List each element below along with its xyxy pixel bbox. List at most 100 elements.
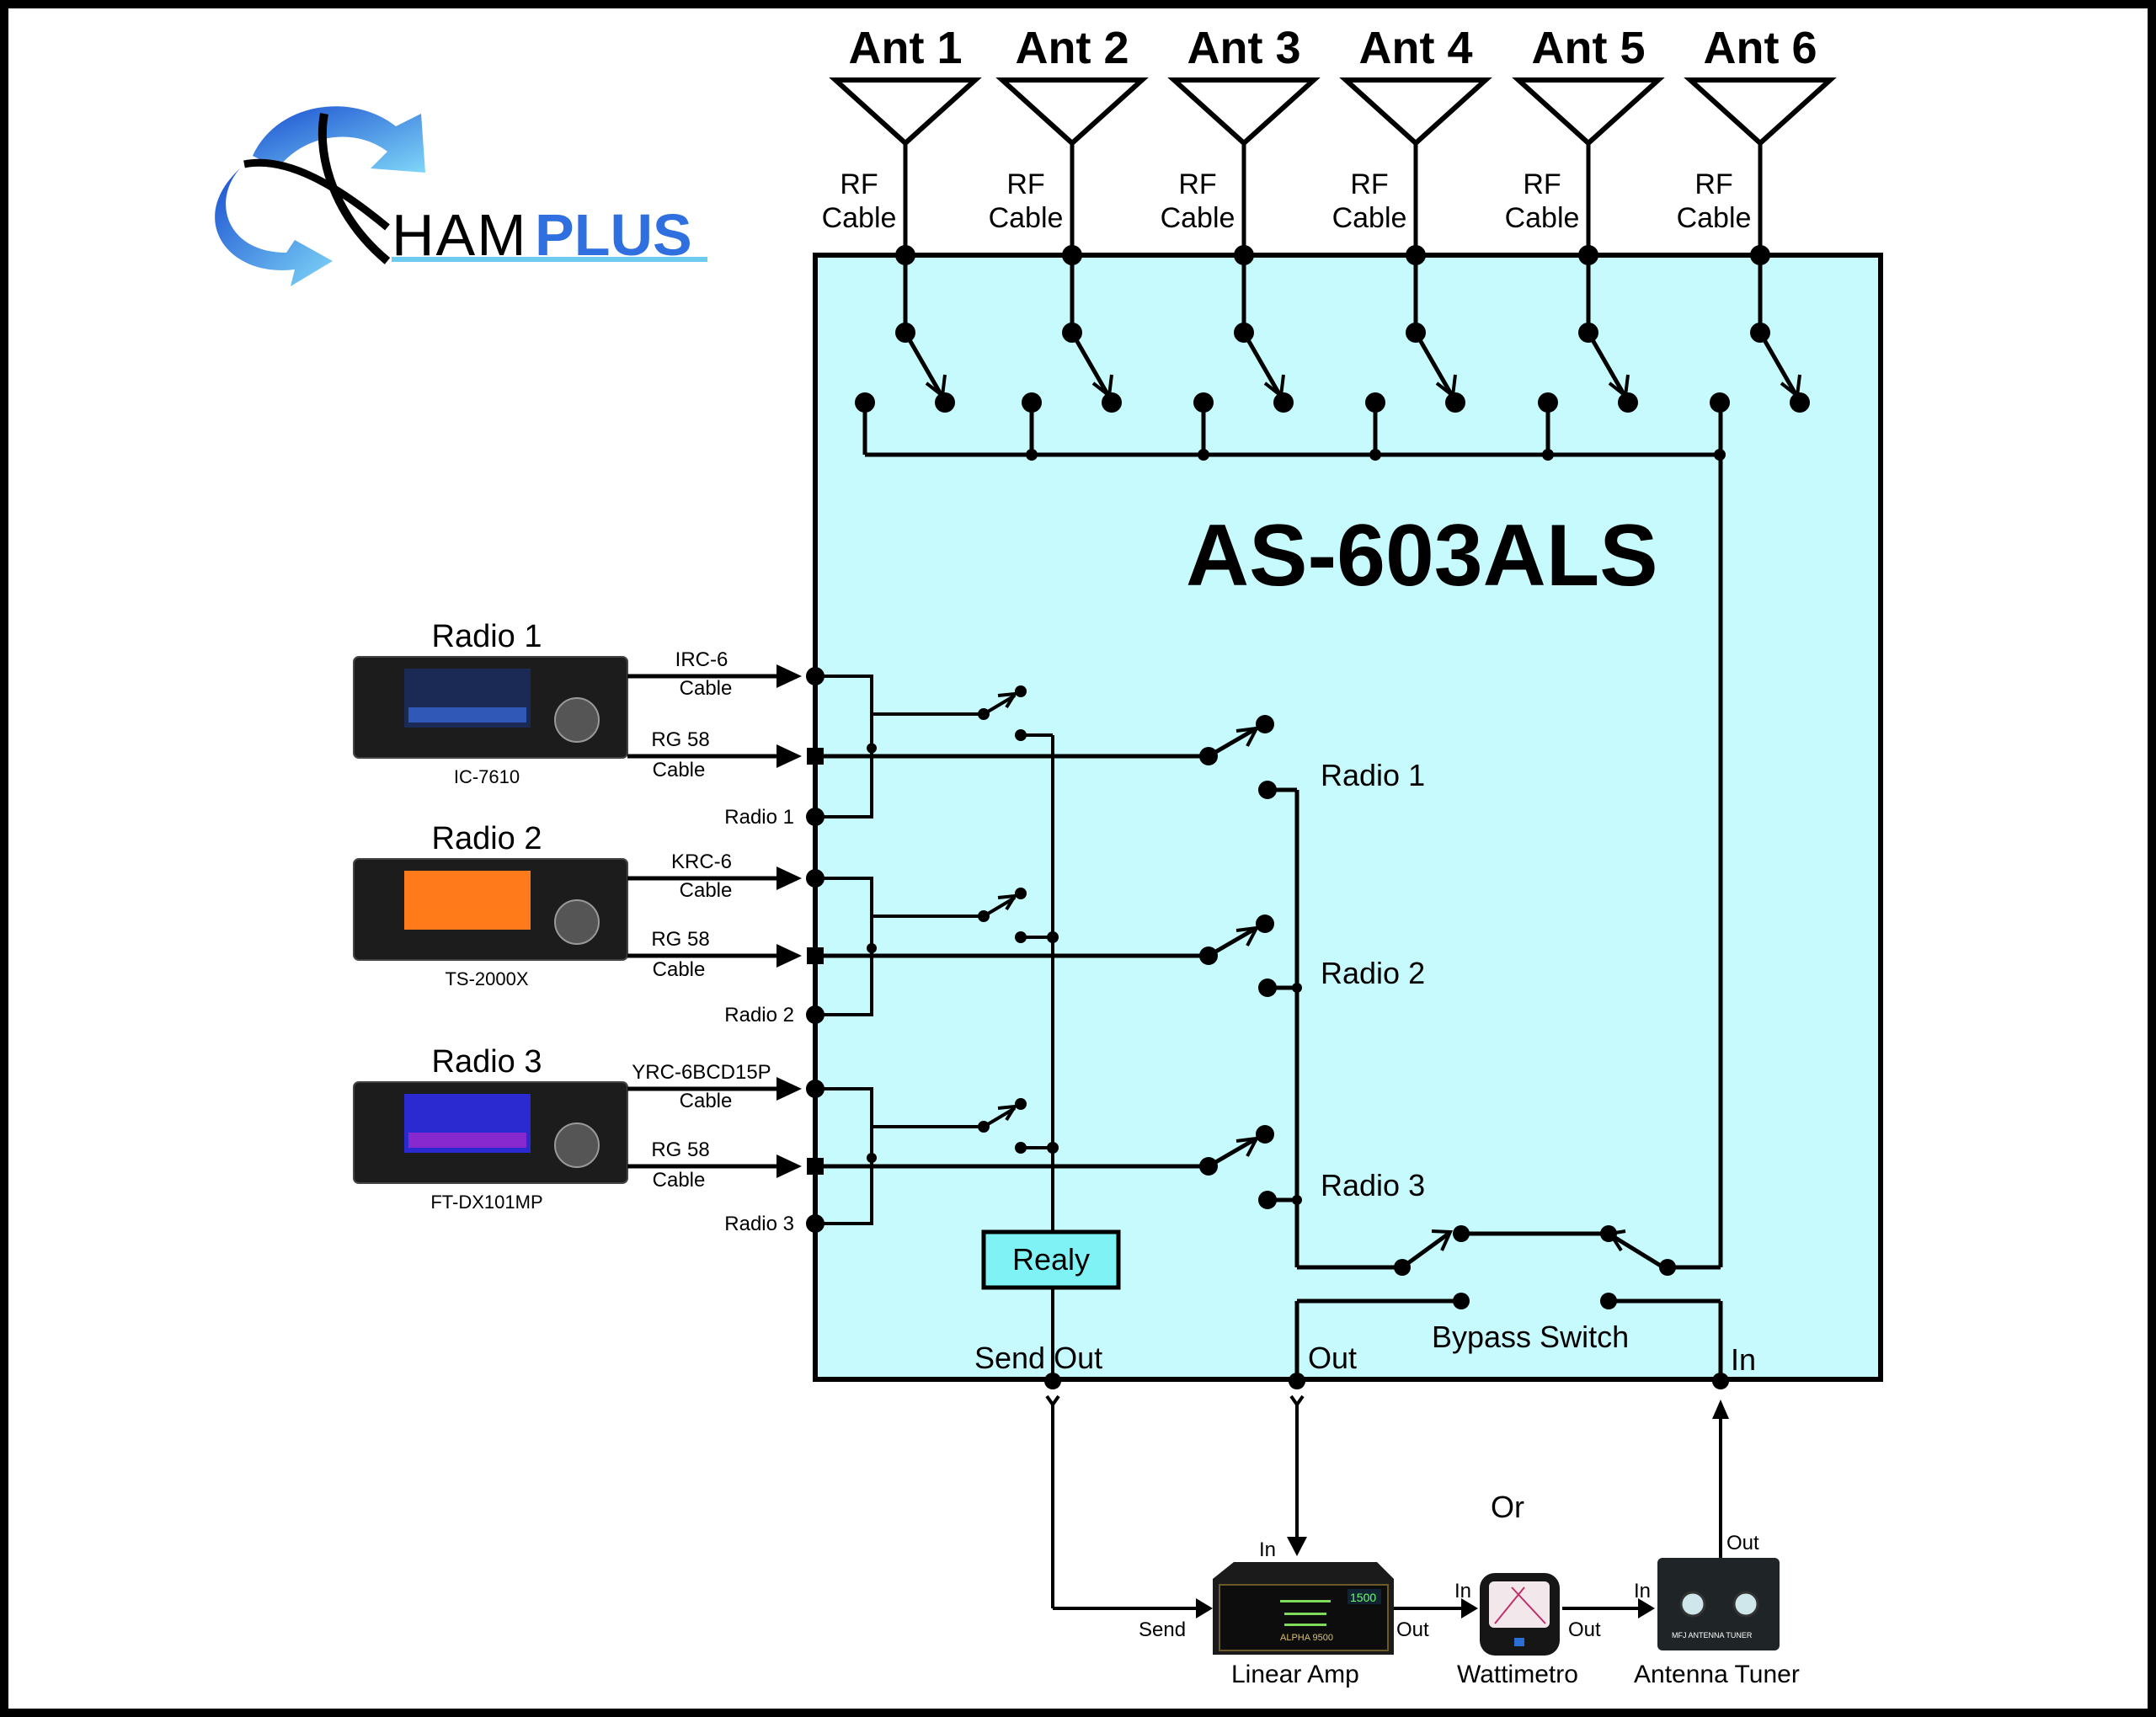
relay-box: Realy [981, 1229, 1121, 1290]
antenna-port[interactable] [1234, 245, 1254, 265]
wattmeter-out-label: Out [1568, 1618, 1601, 1641]
hamplus-logo: HAM PLUS [215, 106, 707, 286]
tuner-in-port[interactable] [1712, 1373, 1729, 1389]
radio-knob [554, 1122, 600, 1168]
cable-label: Cable [1505, 202, 1580, 234]
in-port-label: In [1731, 1342, 1756, 1377]
radio-title: Radio 3 [432, 1044, 542, 1080]
control-cable-label: KRC-6 [671, 851, 732, 873]
antenna-label: Ant 5 [1532, 23, 1646, 73]
cable-label: Cable [653, 1169, 706, 1192]
radio-knob [554, 899, 600, 945]
control-cable-label: YRC-6BCD15P [632, 1061, 771, 1084]
send-out-label: Send Out [974, 1341, 1102, 1375]
rf-port[interactable] [807, 748, 824, 765]
amp-brand: ALPHA 9500 [1280, 1633, 1333, 1643]
linear-amp: 1500 ALPHA 9500 In Send Out Linear Amp [1139, 1538, 1429, 1688]
antenna-icon [1512, 77, 1665, 147]
device-title: AS-603ALS [1186, 507, 1658, 605]
radio-switch-label: Radio 1 [1321, 758, 1425, 792]
control-switch-arm[interactable] [982, 1106, 1017, 1128]
antenna-label: Ant 6 [1704, 23, 1817, 73]
logo-underline [392, 257, 707, 262]
rf-cable-label: RG 58 [651, 928, 709, 951]
rf-label: RF [1178, 168, 1216, 200]
wattmeter-label: Wattimetro [1457, 1661, 1578, 1688]
or-label: Or [1491, 1490, 1524, 1524]
relay-label: Realy [1012, 1242, 1090, 1277]
relay-control-line [1019, 733, 1054, 1381]
rf-cable-label: RG 58 [651, 1138, 709, 1161]
cable-label: Cable [989, 202, 1064, 234]
radio-switch-arm[interactable] [1207, 926, 1257, 958]
antenna-icon [1684, 77, 1837, 147]
amp-out-label: Out [1396, 1618, 1429, 1641]
bottom-ports: Send Out Out In [974, 1341, 1756, 1389]
wattmeter-in-label: In [1454, 1580, 1471, 1602]
antenna-switch-arm[interactable] [903, 331, 943, 396]
antenna-switch-arm[interactable] [1413, 331, 1454, 396]
logo-arrow-bottom [215, 168, 333, 286]
antenna-label: Ant 4 [1359, 23, 1473, 73]
rf-port[interactable] [807, 947, 824, 964]
cable-label: Cable [653, 958, 706, 981]
control-cable-label: IRC-6 [675, 648, 728, 671]
antenna-port[interactable] [1062, 245, 1082, 265]
antenna-tuner: MFJ ANTENNA TUNER In Out Antenna Tuner [1634, 1532, 1800, 1688]
external-wiring [1045, 1394, 1729, 1618]
cable-label: Cable [653, 759, 706, 781]
radio-switch-label: Radio 3 [1321, 1168, 1425, 1202]
radio-switch-arm[interactable] [1207, 727, 1257, 759]
bypass-switch[interactable]: Bypass Switch [1294, 1225, 1723, 1381]
tuner-out-label: Out [1726, 1532, 1759, 1554]
radio-port-label: Radio 3 [724, 1213, 794, 1235]
antenna-port[interactable] [1578, 245, 1598, 265]
antenna-common-bus [862, 403, 1723, 1267]
antenna-switch-arm[interactable] [1758, 331, 1798, 396]
amp-out-port[interactable] [1289, 1373, 1305, 1389]
tuner-in-label: In [1634, 1580, 1651, 1602]
antenna-switch-arm[interactable] [1070, 331, 1110, 396]
rf-port[interactable] [807, 1158, 824, 1175]
amp-label: Linear Amp [1231, 1661, 1359, 1688]
radio-model: TS-2000X [445, 968, 528, 989]
rf-label: RF [1350, 168, 1388, 200]
rf-label: RF [1694, 168, 1732, 200]
antenna-switch-arm[interactable] [1241, 331, 1282, 396]
antenna-switch-arm[interactable] [1586, 331, 1626, 396]
tuner-label: Antenna Tuner [1634, 1661, 1800, 1688]
cable-label: Cable [680, 677, 733, 700]
amp-send-label: Send [1139, 1618, 1186, 1641]
antenna-port[interactable] [895, 245, 915, 265]
antenna-port[interactable] [1750, 245, 1770, 265]
logo-arrow-top [253, 106, 425, 173]
radio-port-label: Radio 2 [724, 1004, 794, 1026]
antenna-port[interactable] [1406, 245, 1426, 265]
wattmeter: In Out Wattimetro [1454, 1573, 1601, 1688]
control-switch-arm[interactable] [982, 896, 1017, 918]
antenna-label: Ant 1 [849, 23, 963, 73]
antenna-icon [1339, 77, 1492, 147]
cable-label: Cable [1161, 202, 1235, 234]
amp-in-label: In [1259, 1538, 1276, 1561]
control-switch-arm[interactable] [982, 694, 1017, 716]
radio-switch-arm[interactable] [1207, 1137, 1257, 1169]
send-out-port[interactable] [1044, 1373, 1061, 1389]
out-port-label: Out [1308, 1341, 1357, 1375]
antenna-label: Ant 3 [1187, 23, 1301, 73]
as-603als-enclosure [813, 253, 1883, 1382]
rf-label: RF [1006, 168, 1044, 200]
antenna-icon [829, 77, 982, 147]
amp-display: 1500 [1350, 1591, 1376, 1604]
radio-knob [554, 697, 600, 743]
radio-model: IC-7610 [454, 766, 520, 787]
